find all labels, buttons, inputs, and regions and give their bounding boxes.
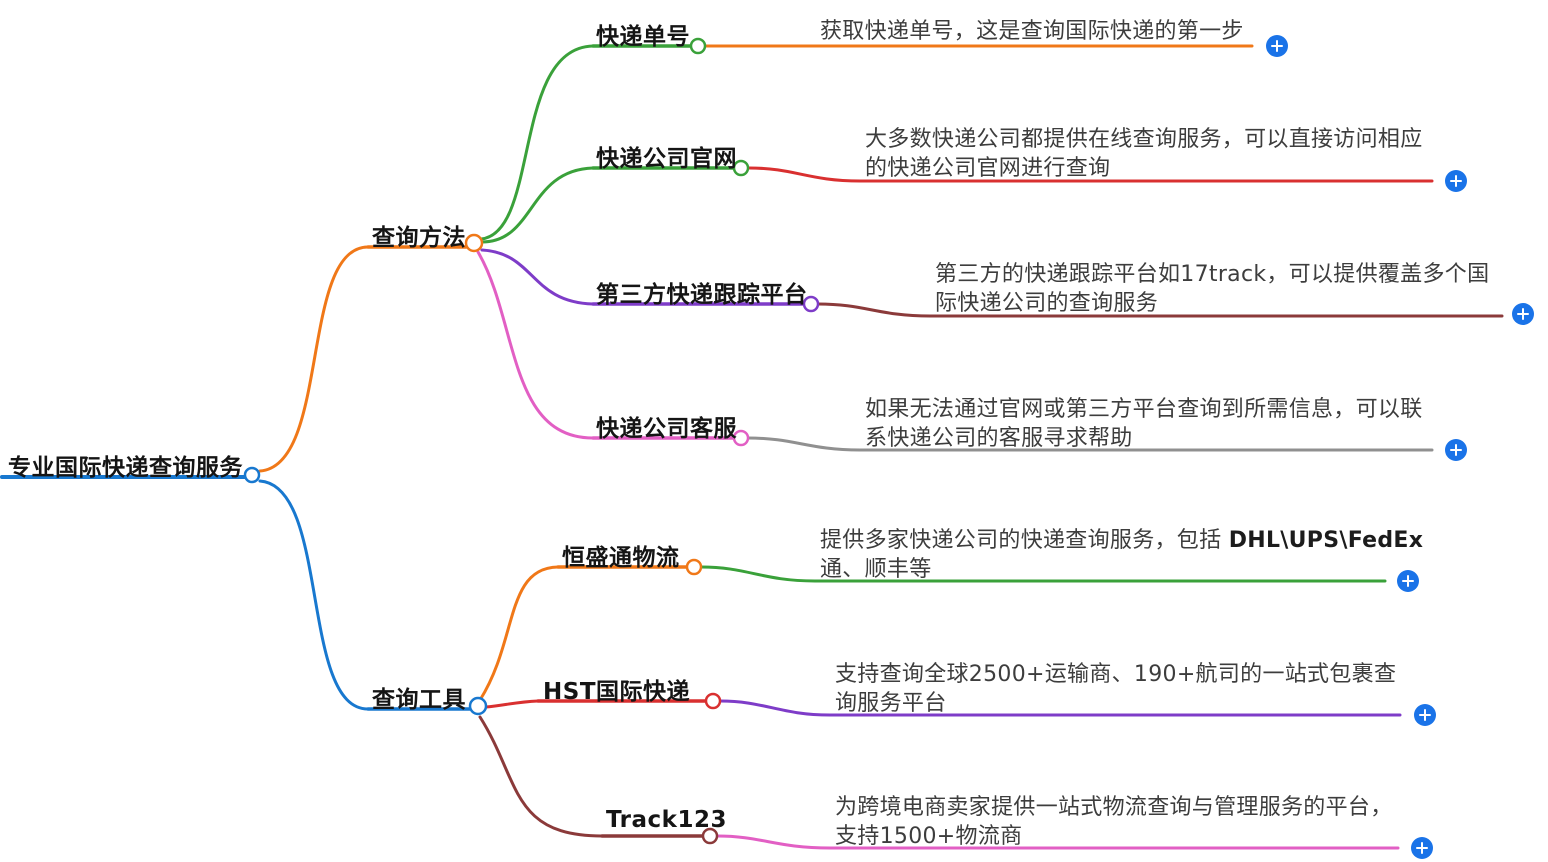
desc-line: 如果无法通过官网或第三方平台查询到所需信息，可以联 [865,397,1423,422]
node-handle-query-tools[interactable] [468,696,488,716]
node-desc-official-website[interactable]: 大多数快递公司都提供在线查询服务，可以直接访问相应 的快递公司官网进行查询 [865,125,1423,183]
edge-hst-desc [718,699,1402,717]
edge-customer-service-desc [746,436,1434,452]
edge-methods-to-third-party [480,248,595,306]
desc-line: 支持1500+物流商 [835,824,1023,849]
desc-text-bold: DHL\UPS\FedEx [1228,528,1424,553]
node-handle-hengshengtong[interactable] [685,558,703,576]
desc-line: 获取快递单号，这是查询国际快递的第一步 [820,19,1244,44]
edge-tools-to-hst [484,699,540,709]
add-node-button-official-website[interactable] [1445,170,1467,192]
node-desc-third-party-platform[interactable]: 第三方的快递跟踪平台如17track，可以提供覆盖多个国 际快递公司的查询服务 [935,260,1489,318]
desc-line: 询服务平台 [835,691,947,716]
edge-root-to-tools [258,479,370,711]
node-label-query-methods[interactable]: 查询方法 [372,225,466,251]
node-desc-hst[interactable]: 支持查询全球2500+运输商、190+航司的一站式包裹查 询服务平台 [835,660,1396,718]
node-label-query-tools[interactable]: 查询工具 [372,687,466,713]
desc-line: 第三方的快递跟踪平台如17track，可以提供覆盖多个国 [935,262,1490,287]
desc-line: 际快递公司的查询服务 [935,291,1159,316]
add-node-button-customer-service[interactable] [1445,439,1467,461]
edge-methods-to-customer-service [476,250,595,440]
plus-icon [1445,170,1467,192]
edge-official-website-desc [747,166,1434,183]
node-handle-hst[interactable] [704,692,722,710]
node-desc-hengshengtong[interactable]: 提供多家快递公司的快递查询服务，包括 DHL\UPS\FedEx 通、顺丰等 [820,526,1423,584]
plus-icon [1512,303,1534,325]
edge-track123-desc [715,834,1400,850]
node-handle-customer-service[interactable] [732,429,750,447]
node-handle-tracking-number[interactable] [689,37,707,55]
node-label-tracking-number[interactable]: 快递单号 [596,24,690,50]
edge-tools-to-hengshengtong [478,565,560,702]
add-node-button-hengshengtong[interactable] [1397,570,1419,592]
plus-icon [1414,704,1436,726]
plus-icon [1445,439,1467,461]
desc-line: 为跨境电商卖家提供一站式物流查询与管理服务的平台， [835,795,1393,820]
plus-icon [1266,35,1288,57]
node-desc-tracking-number[interactable]: 获取快递单号，这是查询国际快递的第一步 [820,17,1244,46]
plus-icon [1411,837,1433,859]
node-label-third-party-platform[interactable]: 第三方快递跟踪平台 [596,282,808,308]
edge-tools-to-track123 [478,715,604,838]
add-node-button-third-party[interactable] [1512,303,1534,325]
desc-text: 提供多家快递公司的快递查询服务，包括 [820,528,1229,553]
node-label-hst[interactable]: HST国际快递 [543,679,691,705]
edge-methods-to-tracking-number [479,44,595,241]
edge-hengshengtong-desc [699,565,1387,583]
node-label-track123[interactable]: Track123 [606,807,727,833]
desc-line: 大多数快递公司都提供在线查询服务，可以直接访问相应 [865,127,1423,152]
node-desc-customer-service[interactable]: 如果无法通过官网或第三方平台查询到所需信息，可以联 系快递公司的客服寻求帮助 [865,395,1423,453]
desc-line: 系快递公司的客服寻求帮助 [865,426,1133,451]
node-handle-track123[interactable] [701,827,719,845]
node-label-official-website[interactable]: 快递公司官网 [596,146,737,172]
node-label-hengshengtong[interactable]: 恒盛通物流 [562,545,680,571]
add-node-button-track123[interactable] [1411,837,1433,859]
node-handle-query-methods[interactable] [464,233,484,253]
node-handle-root[interactable] [243,466,261,484]
plus-icon [1397,570,1419,592]
node-desc-track123[interactable]: 为跨境电商卖家提供一站式物流查询与管理服务的平台， 支持1500+物流商 [835,793,1393,851]
edge-methods-to-official-website [480,166,595,244]
desc-line: 提供多家快递公司的快递查询服务，包括 DHL\UPS\FedEx [820,526,1423,555]
desc-line: 的快递公司官网进行查询 [865,156,1111,181]
desc-line: 通、顺丰等 [820,557,932,582]
node-label-customer-service[interactable]: 快递公司客服 [596,416,737,442]
node-label-root[interactable]: 专业国际快递查询服务 [8,455,243,481]
add-node-button-tracking-number[interactable] [1266,35,1288,57]
node-handle-official-website[interactable] [732,159,750,177]
node-handle-third-party[interactable] [802,295,820,313]
desc-line: 支持查询全球2500+运输商、190+航司的一站式包裹查 [835,662,1397,687]
edge-third-party-desc [816,302,1504,318]
edge-root-to-methods [258,245,370,473]
add-node-button-hst[interactable] [1414,704,1436,726]
